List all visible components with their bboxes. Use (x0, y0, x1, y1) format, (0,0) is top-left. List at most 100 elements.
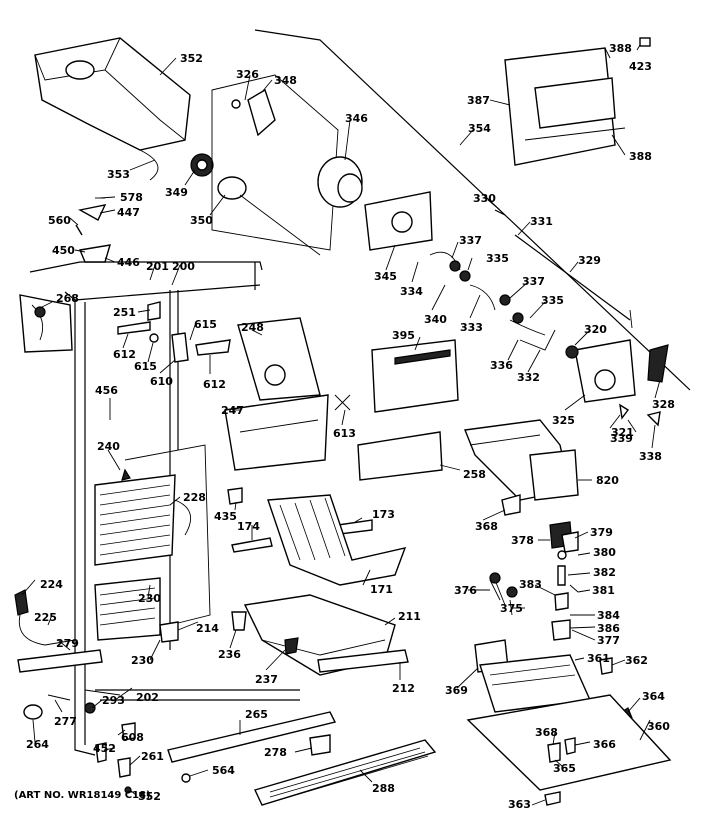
part-label-395: 395 (392, 329, 415, 342)
part-label-336: 336 (490, 359, 513, 372)
dispenser-door-387 (504, 37, 651, 166)
small-fasteners-bottom (95, 722, 136, 794)
part-label-251: 251 (113, 306, 136, 319)
small-fasteners-left (75, 197, 111, 263)
part-label-200: 200 (172, 260, 195, 273)
part-label-349: 349 (165, 186, 188, 199)
part-label-435: 435 (214, 510, 237, 523)
part-label-450: 450 (52, 244, 75, 257)
part-label-386: 386 (597, 622, 620, 635)
part-label-174: 174 (237, 520, 260, 533)
part-label-248: 248 (241, 321, 264, 334)
part-label-277: 277 (54, 715, 77, 728)
part-label-352: 352 (180, 52, 203, 65)
part-label-326: 326 (236, 68, 259, 81)
part-label-321: 321 (611, 426, 634, 439)
evaporator-228 (94, 444, 211, 641)
part-label-331: 331 (530, 215, 553, 228)
part-label-261: 261 (141, 750, 164, 763)
part-label-279: 279 (56, 637, 79, 650)
part-label-337: 337 (522, 275, 545, 288)
part-label-268: 268 (56, 292, 79, 305)
part-label-382: 382 (593, 566, 616, 579)
part-label-224: 224 (40, 578, 63, 591)
part-label-265: 265 (245, 708, 268, 721)
part-label-264: 264 (26, 738, 49, 751)
part-label-368: 368 (475, 520, 498, 533)
left-lower-parts (14, 589, 179, 673)
part-label-552: 552 (138, 790, 161, 803)
part-label-334: 334 (400, 285, 423, 298)
part-label-456: 456 (95, 384, 118, 397)
part-label-335: 335 (486, 252, 509, 265)
part-label-377: 377 (597, 634, 620, 647)
part-label-366: 366 (593, 738, 616, 751)
part-label-173: 173 (372, 508, 395, 521)
part-label-384: 384 (597, 609, 620, 622)
part-label-446: 446 (117, 256, 140, 269)
part-label-608: 608 (121, 731, 144, 744)
part-label-375: 375 (500, 602, 523, 615)
part-label-353: 353 (107, 168, 130, 181)
part-label-613: 613 (333, 427, 356, 440)
part-label-214: 214 (196, 622, 219, 635)
lower-front-parts (23, 689, 121, 720)
part-label-378: 378 (511, 534, 534, 547)
part-label-368: 368 (535, 726, 558, 739)
part-label-225: 225 (34, 611, 57, 624)
part-label-564: 564 (212, 764, 235, 777)
part-label-354: 354 (468, 122, 491, 135)
rail-277 (167, 711, 337, 783)
water-valve-268 (19, 294, 73, 353)
part-label-293: 293 (102, 694, 125, 707)
part-label-363: 363 (508, 798, 531, 811)
part-label-387: 387 (467, 94, 490, 107)
part-label-288: 288 (372, 782, 395, 795)
part-label-615: 615 (194, 318, 217, 331)
basket-171 (227, 487, 407, 586)
part-label-615: 615 (134, 360, 157, 373)
part-label-388: 388 (609, 42, 632, 55)
part-label-361: 361 (587, 652, 610, 665)
part-label-376: 376 (454, 584, 477, 597)
part-label-329: 329 (578, 254, 601, 267)
part-label-350: 350 (190, 214, 213, 227)
part-label-364: 364 (642, 690, 665, 703)
part-label-820: 820 (596, 474, 619, 487)
part-label-346: 346 (345, 112, 368, 125)
part-label-201: 201 (146, 260, 169, 273)
housing-247 (224, 317, 351, 471)
part-label-237: 237 (255, 673, 278, 686)
leader-lines (21, 44, 661, 806)
part-label-452: 452 (93, 742, 116, 755)
auger-motor-325 (565, 339, 669, 427)
ice-bucket-352 (34, 37, 191, 181)
part-label-230: 230 (138, 592, 161, 605)
drawer-211 (231, 594, 409, 676)
part-label-278: 278 (264, 746, 287, 759)
actuator-assembly-360 (466, 639, 672, 806)
part-label-362: 362 (625, 654, 648, 667)
dispenser-switch-parts (489, 494, 579, 641)
part-label-365: 365 (553, 762, 576, 775)
linkage-329 (494, 209, 633, 329)
part-label-320: 320 (584, 323, 607, 336)
grille-288 (254, 739, 437, 806)
part-label-171: 171 (370, 583, 393, 596)
part-label-340: 340 (424, 313, 447, 326)
part-label-612: 612 (113, 348, 136, 361)
part-label-379: 379 (590, 526, 613, 539)
part-label-230: 230 (131, 654, 154, 667)
part-label-338: 338 (639, 450, 662, 463)
part-label-345: 345 (374, 270, 397, 283)
label-plate-395 (371, 339, 459, 413)
part-label-612: 612 (203, 378, 226, 391)
part-label-335: 335 (541, 294, 564, 307)
part-label-332: 332 (517, 371, 540, 384)
part-label-258: 258 (463, 468, 486, 481)
part-label-560: 560 (48, 214, 71, 227)
auger-parts (190, 74, 363, 256)
part-label-383: 383 (519, 578, 542, 591)
part-label-381: 381 (592, 584, 615, 597)
